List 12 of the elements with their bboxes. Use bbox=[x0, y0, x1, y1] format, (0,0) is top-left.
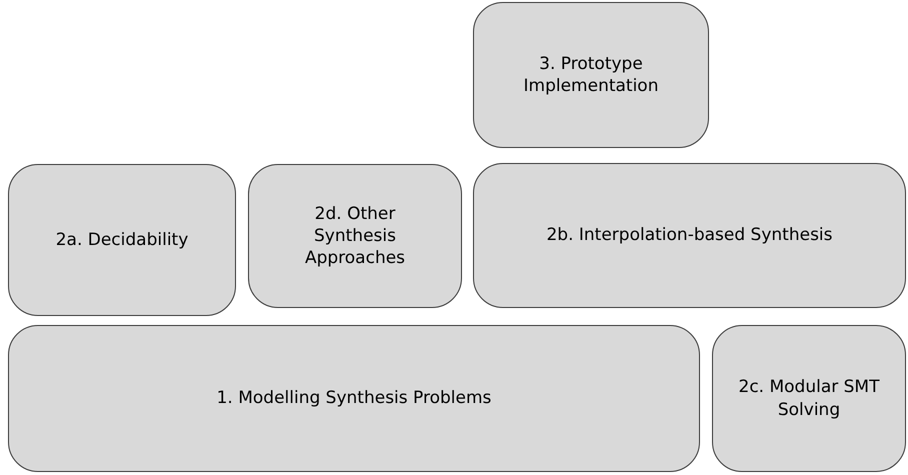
topic-box bbox=[248, 164, 462, 308]
topic-label: 2b. Interpolation-based Synthesis bbox=[546, 224, 833, 247]
topic-label: 2c. Modular SMT Solving bbox=[738, 376, 880, 421]
topic-label: 2d. Other Synthesis Approaches bbox=[304, 202, 406, 270]
topic-box bbox=[712, 325, 906, 472]
topic-box bbox=[473, 2, 709, 148]
topic-box bbox=[8, 325, 700, 472]
topic-box bbox=[473, 163, 906, 308]
topic-label: 3. Prototype Implementation bbox=[522, 52, 660, 98]
topic-box bbox=[8, 164, 236, 316]
topic-label: 2a. Decidability bbox=[56, 228, 188, 252]
topic-label: 1. Modelling Synthesis Problems bbox=[216, 387, 492, 410]
